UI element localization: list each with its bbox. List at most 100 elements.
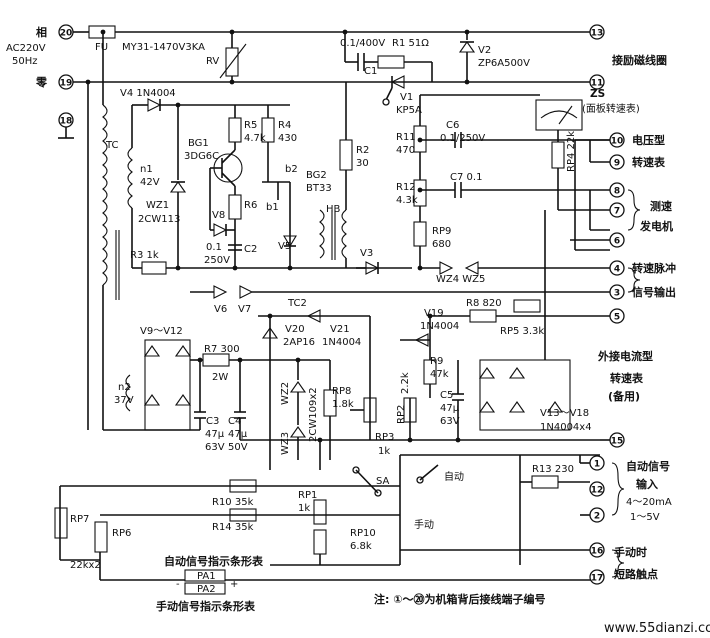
svg-text:TC2: TC2 bbox=[287, 298, 307, 309]
svg-text:C7 0.1: C7 0.1 bbox=[450, 172, 482, 183]
svg-text:12: 12 bbox=[591, 486, 604, 496]
svg-text:V20: V20 bbox=[285, 324, 305, 335]
svg-text:C2: C2 bbox=[244, 244, 257, 255]
svg-text:V13～V18: V13～V18 bbox=[540, 408, 589, 419]
terminal-8: 8 bbox=[609, 182, 625, 198]
svg-text:RP1: RP1 bbox=[298, 490, 317, 501]
svg-text:TC: TC bbox=[105, 140, 119, 151]
wiring bbox=[54, 25, 610, 595]
svg-text:6: 6 bbox=[614, 237, 620, 247]
svg-text:47μ: 47μ bbox=[440, 403, 460, 414]
svg-text:R11: R11 bbox=[396, 132, 416, 143]
svg-text:V6: V6 bbox=[214, 304, 227, 315]
svg-text:2: 2 bbox=[594, 512, 600, 522]
svg-text:63V: 63V bbox=[205, 442, 225, 453]
voltage-type-label: 电压型 bbox=[632, 133, 665, 147]
auto-switch-label: 自动 bbox=[444, 470, 464, 483]
svg-text:9: 9 bbox=[614, 159, 620, 169]
svg-text:KP5A: KP5A bbox=[396, 105, 422, 116]
svg-text:R10 35k: R10 35k bbox=[212, 497, 254, 508]
terminal-16: 16 bbox=[589, 542, 605, 558]
svg-text:2.2k: 2.2k bbox=[400, 372, 411, 394]
terminal-17: 17 bbox=[589, 569, 605, 585]
svg-text:RP5 3.3k: RP5 3.3k bbox=[500, 326, 544, 337]
svg-text:7: 7 bbox=[614, 207, 620, 217]
svg-text:0.1/250V: 0.1/250V bbox=[440, 133, 485, 144]
svg-text:2AP16: 2AP16 bbox=[283, 337, 315, 348]
svg-text:16: 16 bbox=[591, 547, 604, 557]
terminal-19: 19 bbox=[58, 74, 74, 90]
svg-text:R5: R5 bbox=[244, 120, 257, 131]
ext-current-label-1: 外接电流型 bbox=[597, 349, 653, 363]
svg-text:0.1: 0.1 bbox=[206, 242, 222, 253]
svg-text:R12: R12 bbox=[396, 182, 416, 193]
svg-text:4.7k: 4.7k bbox=[244, 133, 266, 144]
svg-text:V8: V8 bbox=[212, 210, 225, 221]
auto-input-range-v: 1～5V bbox=[630, 512, 660, 523]
svg-text:RP2: RP2 bbox=[396, 405, 407, 424]
svg-text:BG2: BG2 bbox=[306, 170, 327, 181]
svg-text:17: 17 bbox=[591, 574, 604, 584]
svg-text:250V: 250V bbox=[204, 255, 230, 266]
svg-text:R13 230: R13 230 bbox=[532, 464, 574, 475]
svg-text:6.8k: 6.8k bbox=[350, 541, 372, 552]
svg-text:RP8: RP8 bbox=[332, 386, 351, 397]
svg-text:50V: 50V bbox=[228, 442, 248, 453]
svg-text:R3 1k: R3 1k bbox=[130, 250, 159, 261]
svg-text:3DG6C: 3DG6C bbox=[184, 151, 219, 162]
terminal-18: 18 bbox=[58, 112, 74, 139]
svg-text:11: 11 bbox=[591, 79, 604, 89]
terminal-5: 5 bbox=[609, 308, 625, 324]
svg-text:WZ3: WZ3 bbox=[280, 432, 291, 455]
function-labels: 接励磁线圈 ZS (面板转速表) 电压型 转速表 测速 发电机 转速脉冲 信号输… bbox=[156, 53, 676, 613]
varistor-type: MY31-1470V3KA bbox=[122, 42, 205, 53]
svg-text:30: 30 bbox=[356, 158, 369, 169]
svg-text:BG1: BG1 bbox=[188, 138, 209, 149]
svg-text:3: 3 bbox=[614, 289, 620, 299]
terminal-2: 2 bbox=[589, 507, 605, 523]
svg-text:8: 8 bbox=[614, 187, 620, 197]
neutral-label: 零 bbox=[35, 76, 48, 89]
svg-text:ZP6A500V: ZP6A500V bbox=[478, 58, 530, 69]
manual-short-label-1: 手动时 bbox=[614, 545, 647, 559]
svg-text:470: 470 bbox=[396, 145, 415, 156]
terminal-11: 11 bbox=[570, 74, 605, 90]
svg-text:1.8k: 1.8k bbox=[332, 399, 354, 410]
svg-text:WZ4 WZ5: WZ4 WZ5 bbox=[436, 274, 485, 285]
svg-text:V1: V1 bbox=[400, 92, 413, 103]
svg-text:680: 680 bbox=[432, 239, 451, 250]
ac-frequency: 50Hz bbox=[12, 56, 38, 67]
svg-text:BT33: BT33 bbox=[306, 183, 332, 194]
fuse-label: FU bbox=[95, 42, 108, 53]
svg-text:42V: 42V bbox=[140, 177, 160, 188]
svg-text:V5: V5 bbox=[278, 241, 291, 252]
svg-text:1N4004: 1N4004 bbox=[420, 321, 459, 332]
auto-input-range-ma: 4～20mA bbox=[626, 497, 672, 508]
supply-labels: 相 零 AC220V 50Hz FU MY31-1470V3KA RV bbox=[6, 25, 219, 89]
svg-text:V4 1N4004: V4 1N4004 bbox=[120, 88, 176, 99]
svg-text:RP4 22k: RP4 22k bbox=[566, 131, 577, 172]
ac-voltage: AC220V bbox=[6, 43, 46, 54]
svg-text:HB: HB bbox=[326, 204, 341, 215]
svg-text:19: 19 bbox=[60, 79, 73, 89]
svg-text:-: - bbox=[176, 579, 180, 590]
svg-text:V21: V21 bbox=[330, 324, 350, 335]
auto-input-label-2: 输入 bbox=[636, 477, 658, 491]
svg-text:1k: 1k bbox=[298, 503, 310, 514]
terminal-note: 注: ①～⑳为机箱背后接线端子编号 bbox=[374, 592, 546, 606]
svg-text:R2: R2 bbox=[356, 145, 369, 156]
zs-title: ZS bbox=[590, 88, 605, 100]
svg-text:4.3k: 4.3k bbox=[396, 195, 418, 206]
svg-text:2W: 2W bbox=[212, 372, 228, 383]
svg-text:R1 51Ω: R1 51Ω bbox=[392, 38, 429, 49]
svg-text:PA2: PA2 bbox=[197, 584, 216, 595]
svg-text:1N4004x4: 1N4004x4 bbox=[540, 422, 592, 433]
terminal-7: 7 bbox=[609, 202, 625, 218]
svg-text:13: 13 bbox=[591, 29, 604, 39]
ext-current-label-2: 转速表 bbox=[610, 371, 644, 385]
svg-text:WZ2: WZ2 bbox=[280, 382, 291, 405]
svg-text:20: 20 bbox=[60, 29, 73, 39]
svg-text:RP10: RP10 bbox=[350, 528, 376, 539]
manual-bar-meter-label: 手动信号指示条形表 bbox=[156, 599, 256, 613]
